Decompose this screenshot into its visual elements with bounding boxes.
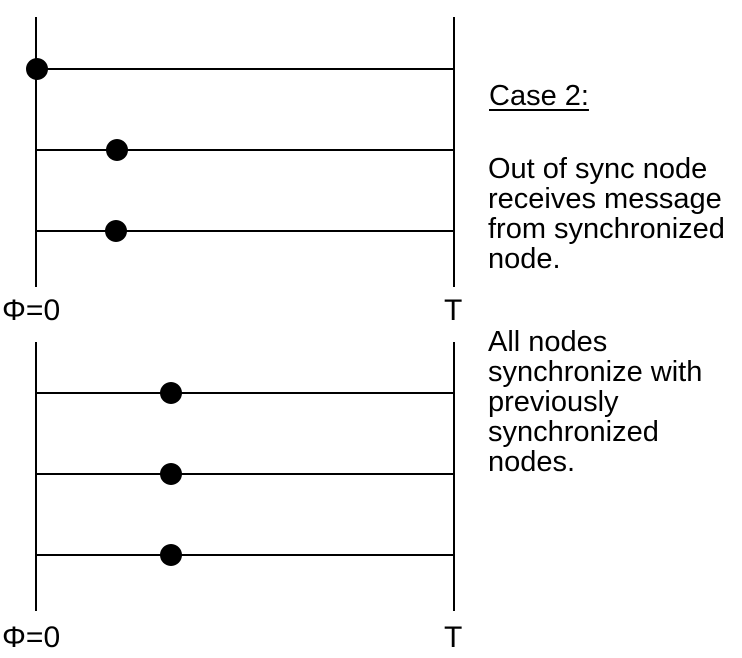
bottom-timeline-event-dot-3 <box>160 544 182 566</box>
top-timeline-event-dot-3 <box>105 220 127 242</box>
case-description-bottom: All nodes synchronize with previously sy… <box>488 326 703 478</box>
bottom-timeline-event-dot-2 <box>160 463 182 485</box>
phase-zero-label-top: Φ=0 <box>2 294 61 327</box>
bottom-timeline-event-dot-1 <box>160 382 182 404</box>
top-timeline-event-dot-1 <box>26 58 48 80</box>
phase-zero-label-bottom: Φ=0 <box>2 621 61 654</box>
case-title: Case 2: <box>489 80 589 112</box>
case-description-top: Out of sync node receives message from s… <box>488 153 725 275</box>
period-t-label-top: T <box>444 294 463 327</box>
period-t-label-bottom: T <box>444 621 463 654</box>
top-timeline-event-dot-2 <box>106 139 128 161</box>
